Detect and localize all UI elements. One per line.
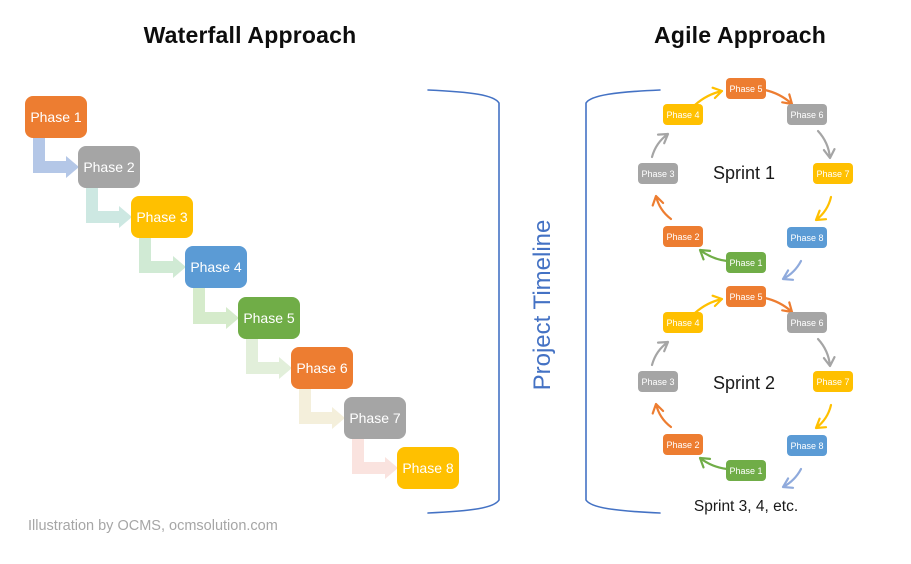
sprint-2-label: Sprint 2 [712,373,776,393]
agile-arrow-phase6-to-phase7 [816,129,836,160]
waterfall-phase-box: Phase 6 [291,347,353,389]
agile-arrow-phase3-to-phase4 [650,132,670,159]
agile-arrow-phase3-to-phase4 [650,340,670,367]
agile-phase-box-sprint1: Phase 4 [663,104,703,125]
waterfall-phase-box: Phase 8 [397,447,459,489]
waterfall-elbow-arrow [33,138,79,178]
waterfall-elbow-arrow [246,339,292,379]
waterfall-elbow-arrow [193,288,239,329]
agile-phase-box-sprint1: Phase 6 [787,104,827,125]
agile-phase-box-sprint2: Phase 1 [726,460,766,481]
waterfall-phase-box: Phase 4 [185,246,247,288]
agile-arrow-phase6-to-phase7 [816,337,836,368]
waterfall-phase-box: Phase 1 [25,96,87,138]
agile-arrow-phase5-to-phase6 [763,88,794,106]
agile-phase-box-sprint2: Phase 2 [663,434,703,455]
agile-phase-box-sprint1: Phase 2 [663,226,703,247]
sprint-1-label: Sprint 1 [712,163,776,183]
agile-arrow-phase4-to-phase5 [693,294,724,315]
agile-phase-box-sprint1: Phase 1 [726,252,766,273]
waterfall-elbow-arrow [352,439,398,479]
agile-phase-box-sprint2: Phase 3 [638,371,678,392]
waterfall-elbow-arrow [139,238,186,278]
waterfall-phase-box: Phase 7 [344,397,406,439]
agile-arrow-phase8-to-next [781,467,803,489]
waterfall-phase-box: Phase 2 [78,146,140,188]
waterfall-phase-box: Phase 3 [131,196,193,238]
agile-phase-box-sprint2: Phase 8 [787,435,827,456]
waterfall-title: Waterfall Approach [143,22,357,48]
agile-arrow-phase4-to-phase5 [693,86,724,107]
timeline-brace-right [585,89,661,514]
agile-title: Agile Approach [654,22,826,48]
agile-arrow-phase2-to-phase3 [651,194,673,221]
sprint-footer-label: Sprint 3, 4, etc. [693,498,799,515]
agile-phase-box-sprint1: Phase 3 [638,163,678,184]
credit-text: Illustration by OCMS, ocmsolution.com [28,518,278,534]
agile-arrow-phase7-to-phase8 [814,195,833,222]
agile-phase-box-sprint1: Phase 8 [787,227,827,248]
agile-arrow-phase2-to-phase3 [651,402,673,429]
agile-phase-box-sprint1: Phase 7 [813,163,853,184]
waterfall-elbow-arrow [86,188,132,228]
project-timeline-label: Project Timeline [529,219,556,391]
timeline-brace-left [427,89,500,514]
agile-phase-box-sprint2: Phase 4 [663,312,703,333]
agile-arrow-phase5-to-phase6 [763,296,794,314]
agile-phase-box-sprint2: Phase 7 [813,371,853,392]
agile-arrow-phase8-to-next [781,259,803,281]
waterfall-elbow-arrow [299,389,345,429]
agile-arrow-phase1-to-phase2 [698,248,729,263]
agile-arrow-phase1-to-phase2 [698,456,729,471]
agile-phase-box-sprint2: Phase 6 [787,312,827,333]
agile-arrow-phase7-to-phase8 [814,403,833,430]
agile-phase-box-sprint2: Phase 5 [726,286,766,307]
waterfall-phase-box: Phase 5 [238,297,300,339]
agile-phase-box-sprint1: Phase 5 [726,78,766,99]
